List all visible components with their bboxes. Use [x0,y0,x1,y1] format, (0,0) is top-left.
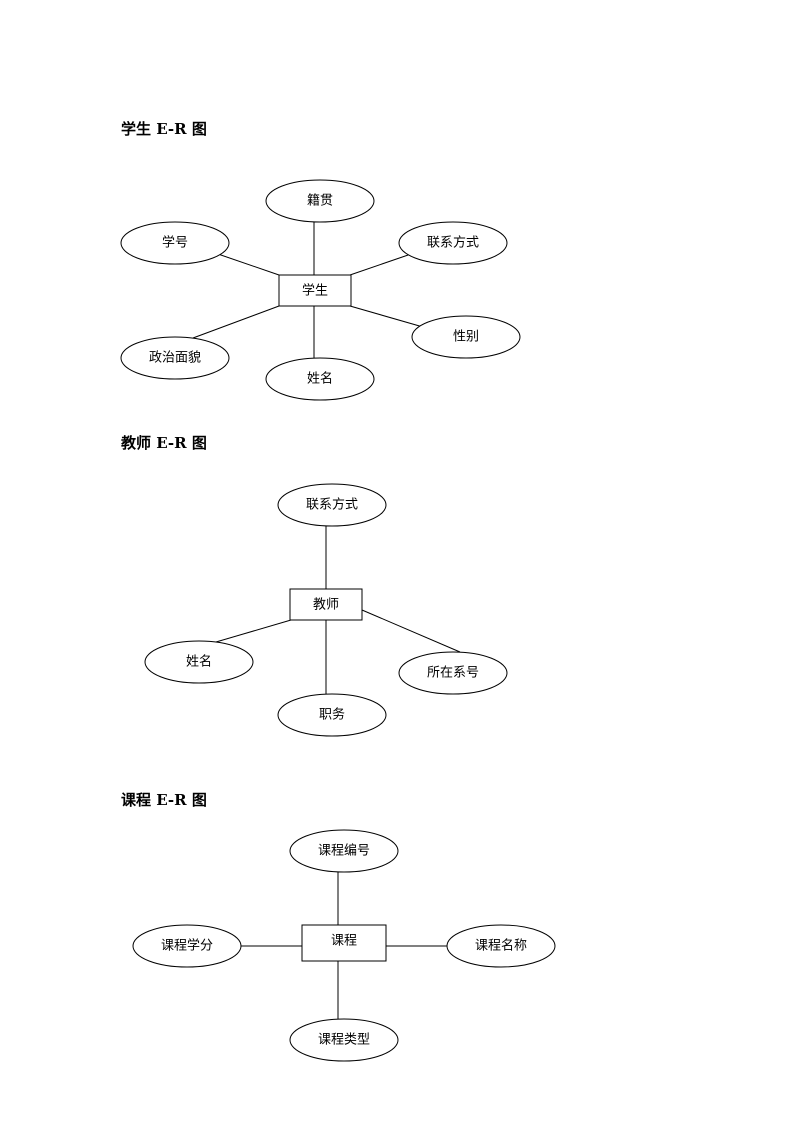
attr-t-xingming-label: 姓名 [186,654,212,670]
attr-t-xi-label: 所在系号 [427,666,479,681]
edge-student-xingbie [349,305,424,328]
attr-zhengzhi-label: 政治面貌 [149,351,201,366]
entity-teacher-label: 教师 [313,597,339,613]
attr-c-xuefen-label: 课程学分 [161,938,213,954]
attr-c-mingcheng-label: 课程名称 [475,938,527,954]
attr-jiguan: 籍贯 [265,179,375,223]
attr-c-mingcheng: 课程名称 [446,924,556,968]
course-er-diagram: 课程 课程编号 课程学分 课程名称 课程类型 [132,829,556,1062]
attr-c-leixing-label: 课程类型 [318,1033,370,1048]
student-er-heading: 学生 E-R 图 [121,120,207,138]
edge-student-lianxi [349,253,412,276]
student-er-diagram: 学生 籍贯 学号 联系方式 性别 政治面貌 姓名 [120,179,521,401]
teacher-er-diagram: 教师 联系方式 姓名 所在系号 职务 [144,483,508,737]
attr-xuehao: 学号 [120,221,230,265]
attr-xingming: 姓名 [265,357,375,401]
attr-lianxi-label: 联系方式 [427,235,479,251]
attr-c-bianhao: 课程编号 [289,829,399,873]
entity-student: 学生 [278,274,352,307]
edge-student-zhengzhi [192,305,280,339]
entity-course: 课程 [301,924,387,962]
edge-student-xuehao [217,253,280,276]
attr-c-leixing: 课程类型 [289,1018,399,1062]
attr-t-lianxi: 联系方式 [277,483,387,527]
attr-lianxi: 联系方式 [398,221,508,265]
attr-zhengzhi: 政治面貌 [120,336,230,380]
attr-t-xingming: 姓名 [144,640,254,684]
attr-c-bianhao-label: 课程编号 [318,844,370,859]
attr-c-xuefen: 课程学分 [132,924,242,968]
attr-jiguan-label: 籍贯 [307,193,333,209]
teacher-er-heading: 教师 E-R 图 [121,434,207,452]
attr-xingbie: 性别 [411,315,521,359]
attr-t-lianxi-label: 联系方式 [306,497,358,513]
attr-t-xi: 所在系号 [398,651,508,695]
edge-teacher-xi [361,609,461,653]
entity-course-label: 课程 [331,934,357,949]
attr-xuehao-label: 学号 [162,235,188,251]
attr-t-zhiwu-label: 职务 [319,707,345,723]
edge-teacher-xingming [215,619,292,643]
attr-xingming-label: 姓名 [307,371,333,387]
entity-student-label: 学生 [302,283,328,299]
entity-teacher: 教师 [289,588,363,621]
attr-xingbie-label: 性别 [453,330,479,345]
attr-t-zhiwu: 职务 [277,693,387,737]
course-er-heading: 课程 E-R 图 [121,791,207,809]
